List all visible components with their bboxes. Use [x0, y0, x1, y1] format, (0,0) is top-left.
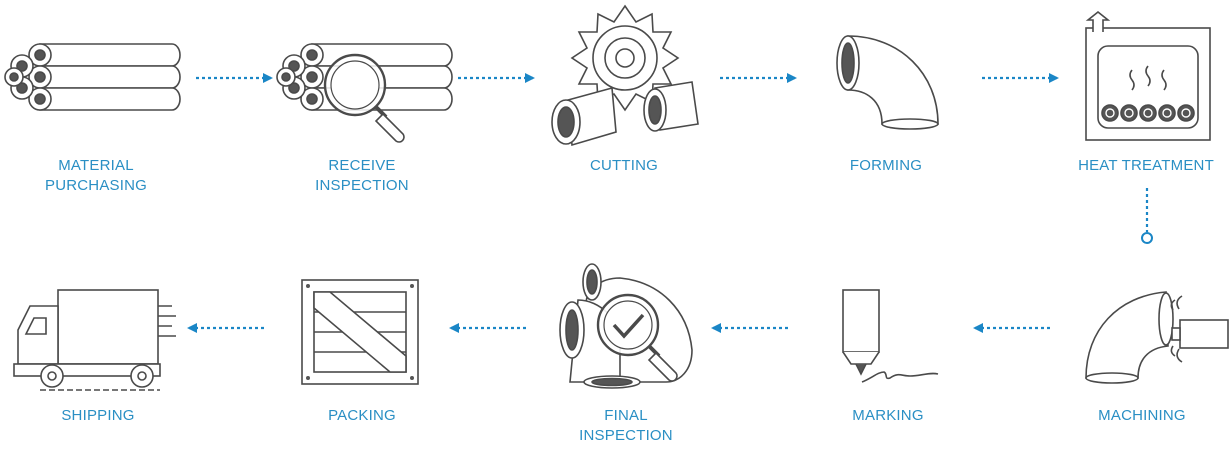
truck-icon: [13, 289, 176, 391]
marker-pen-icon: [842, 289, 939, 383]
step-label-line1: PACKING: [328, 407, 396, 424]
step-label-receive-inspection: RECEIVE INSPECTION: [272, 156, 452, 196]
furnace-icon: [1085, 10, 1211, 141]
elbow-pipe-icon: [836, 35, 939, 130]
step-label-line2: PURCHASING: [44, 177, 147, 194]
checkmark-magnifier-icon: [559, 263, 693, 389]
step-label-material-purchasing: MATERIAL PURCHASING: [6, 156, 186, 196]
magnifier-pipes-icon: [276, 43, 453, 143]
step-label-cutting: CUTTING: [534, 156, 714, 176]
step-label-heat-treatment: HEAT TREATMENT: [1056, 156, 1232, 176]
wooden-crate-icon: [301, 279, 419, 385]
step-label-line1: FINAL: [604, 407, 648, 424]
step-label-line1: SHIPPING: [61, 407, 135, 424]
step-label-line1: MACHINING: [1098, 407, 1186, 424]
step-label-final-inspection: FINAL INSPECTION: [536, 406, 716, 446]
step-label-marking: MARKING: [798, 406, 978, 426]
step-label-packing: PACKING: [272, 406, 452, 426]
step-label-line1: FORMING: [849, 157, 923, 174]
step-label-line1: RECEIVE: [328, 157, 396, 174]
step-label-line1: MARKING: [852, 407, 924, 424]
step-label-forming: FORMING: [796, 156, 976, 176]
step-label-line2: INSPECTION: [579, 427, 673, 444]
step-label-line1: MATERIAL: [58, 157, 134, 174]
saw-blade-icon: [551, 4, 699, 147]
step-label-shipping: SHIPPING: [8, 406, 188, 426]
step-label-line1: HEAT TREATMENT: [1078, 157, 1214, 174]
flow-connector-node: [1141, 232, 1153, 244]
step-label-line1: CUTTING: [589, 157, 659, 174]
step-label-line2: INSPECTION: [315, 177, 409, 194]
machining-elbow-icon: [1085, 291, 1229, 384]
step-label-machining: MACHINING: [1052, 406, 1232, 426]
pipe-bundle-icon: [4, 43, 181, 111]
